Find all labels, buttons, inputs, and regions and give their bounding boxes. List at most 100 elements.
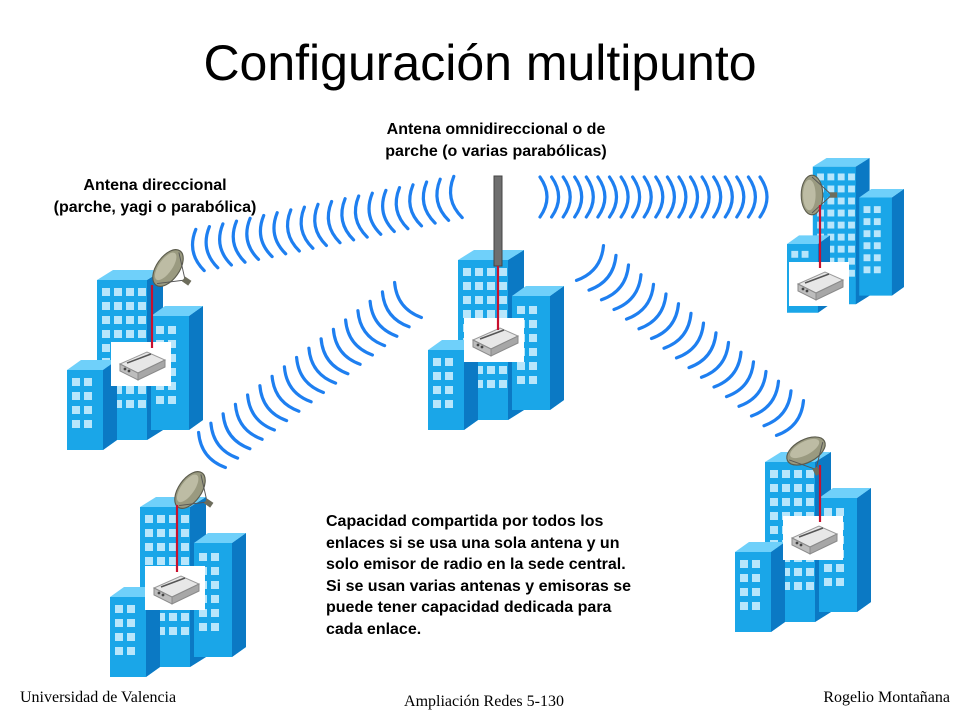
window [114,316,122,324]
window [848,245,855,253]
window [127,605,135,613]
wave-arc [700,175,711,219]
window [126,302,134,310]
dish-strut [200,474,208,503]
window [463,282,471,290]
wave-arc [331,327,362,366]
window [475,268,483,276]
window [837,233,845,241]
window [740,588,748,596]
left-block-top [735,542,785,552]
dish-feed [203,498,214,508]
window [199,609,207,617]
dish-inner [176,474,199,503]
window [770,498,778,506]
window [181,515,189,523]
router-slot [798,527,824,538]
window [102,316,110,324]
window [84,378,92,386]
wave-arc [662,311,693,350]
window [156,326,164,334]
right-block-side [891,188,904,296]
dish-inner [803,179,816,211]
dish-strut [789,459,816,470]
wave-arc [624,282,656,321]
dish-strut [157,279,186,285]
window [84,392,92,400]
waves-to-upper-right [538,175,769,219]
window [740,560,748,568]
wave-arc [724,360,756,399]
window [433,372,441,380]
wave-arc [448,174,464,220]
shared-capacity-note: Capacidad compartida por todos los enlac… [326,511,706,640]
window [127,647,135,655]
window [475,282,483,290]
window [782,470,790,478]
window [463,268,471,276]
window [138,288,146,296]
wave-arc [687,331,718,370]
window [517,376,525,384]
window [168,396,176,404]
wave-arc [762,389,793,428]
router-slot [804,273,830,284]
window [199,623,207,631]
wave-arc [313,202,328,248]
window [529,376,537,384]
left-block-top [67,360,117,370]
window [837,221,845,229]
router-led [799,543,803,547]
window [873,266,881,274]
window [138,302,146,310]
window [827,209,835,217]
wave-arc [307,346,338,385]
window [84,406,92,414]
window [740,602,748,610]
left-block-side [771,542,785,632]
window [463,310,471,318]
window [529,320,537,328]
dish-strut [811,176,833,196]
wave-arc [749,379,781,418]
window [782,568,790,576]
router-upper-left [111,342,171,386]
window [199,553,207,561]
window [114,330,122,338]
buildings [67,158,904,677]
window [211,595,219,603]
window [114,302,122,310]
right-block-side [189,306,203,430]
window [873,218,881,226]
wave-arc [367,191,383,236]
dish-lower-left [174,471,214,509]
window [752,574,760,582]
window [817,173,824,181]
window [145,515,153,523]
wave-arc [368,299,399,338]
window [499,366,507,374]
window [126,316,134,324]
window [837,257,845,265]
window [102,288,110,296]
window [770,484,778,492]
window [848,257,855,265]
window [211,553,219,561]
window [487,366,495,374]
wave-arc [197,430,227,470]
window [157,613,165,621]
window [848,197,855,205]
window [169,543,177,551]
wave-arc [649,302,681,341]
window [138,316,146,324]
window [72,406,80,414]
wave-arc [270,374,301,413]
window [72,378,80,386]
wave-arc [699,340,731,379]
router-led [127,369,131,373]
window [837,185,845,193]
dish-feed [181,276,192,286]
window [475,310,483,318]
window [169,515,177,523]
footer-right: Rogelio Montañana [823,689,950,706]
